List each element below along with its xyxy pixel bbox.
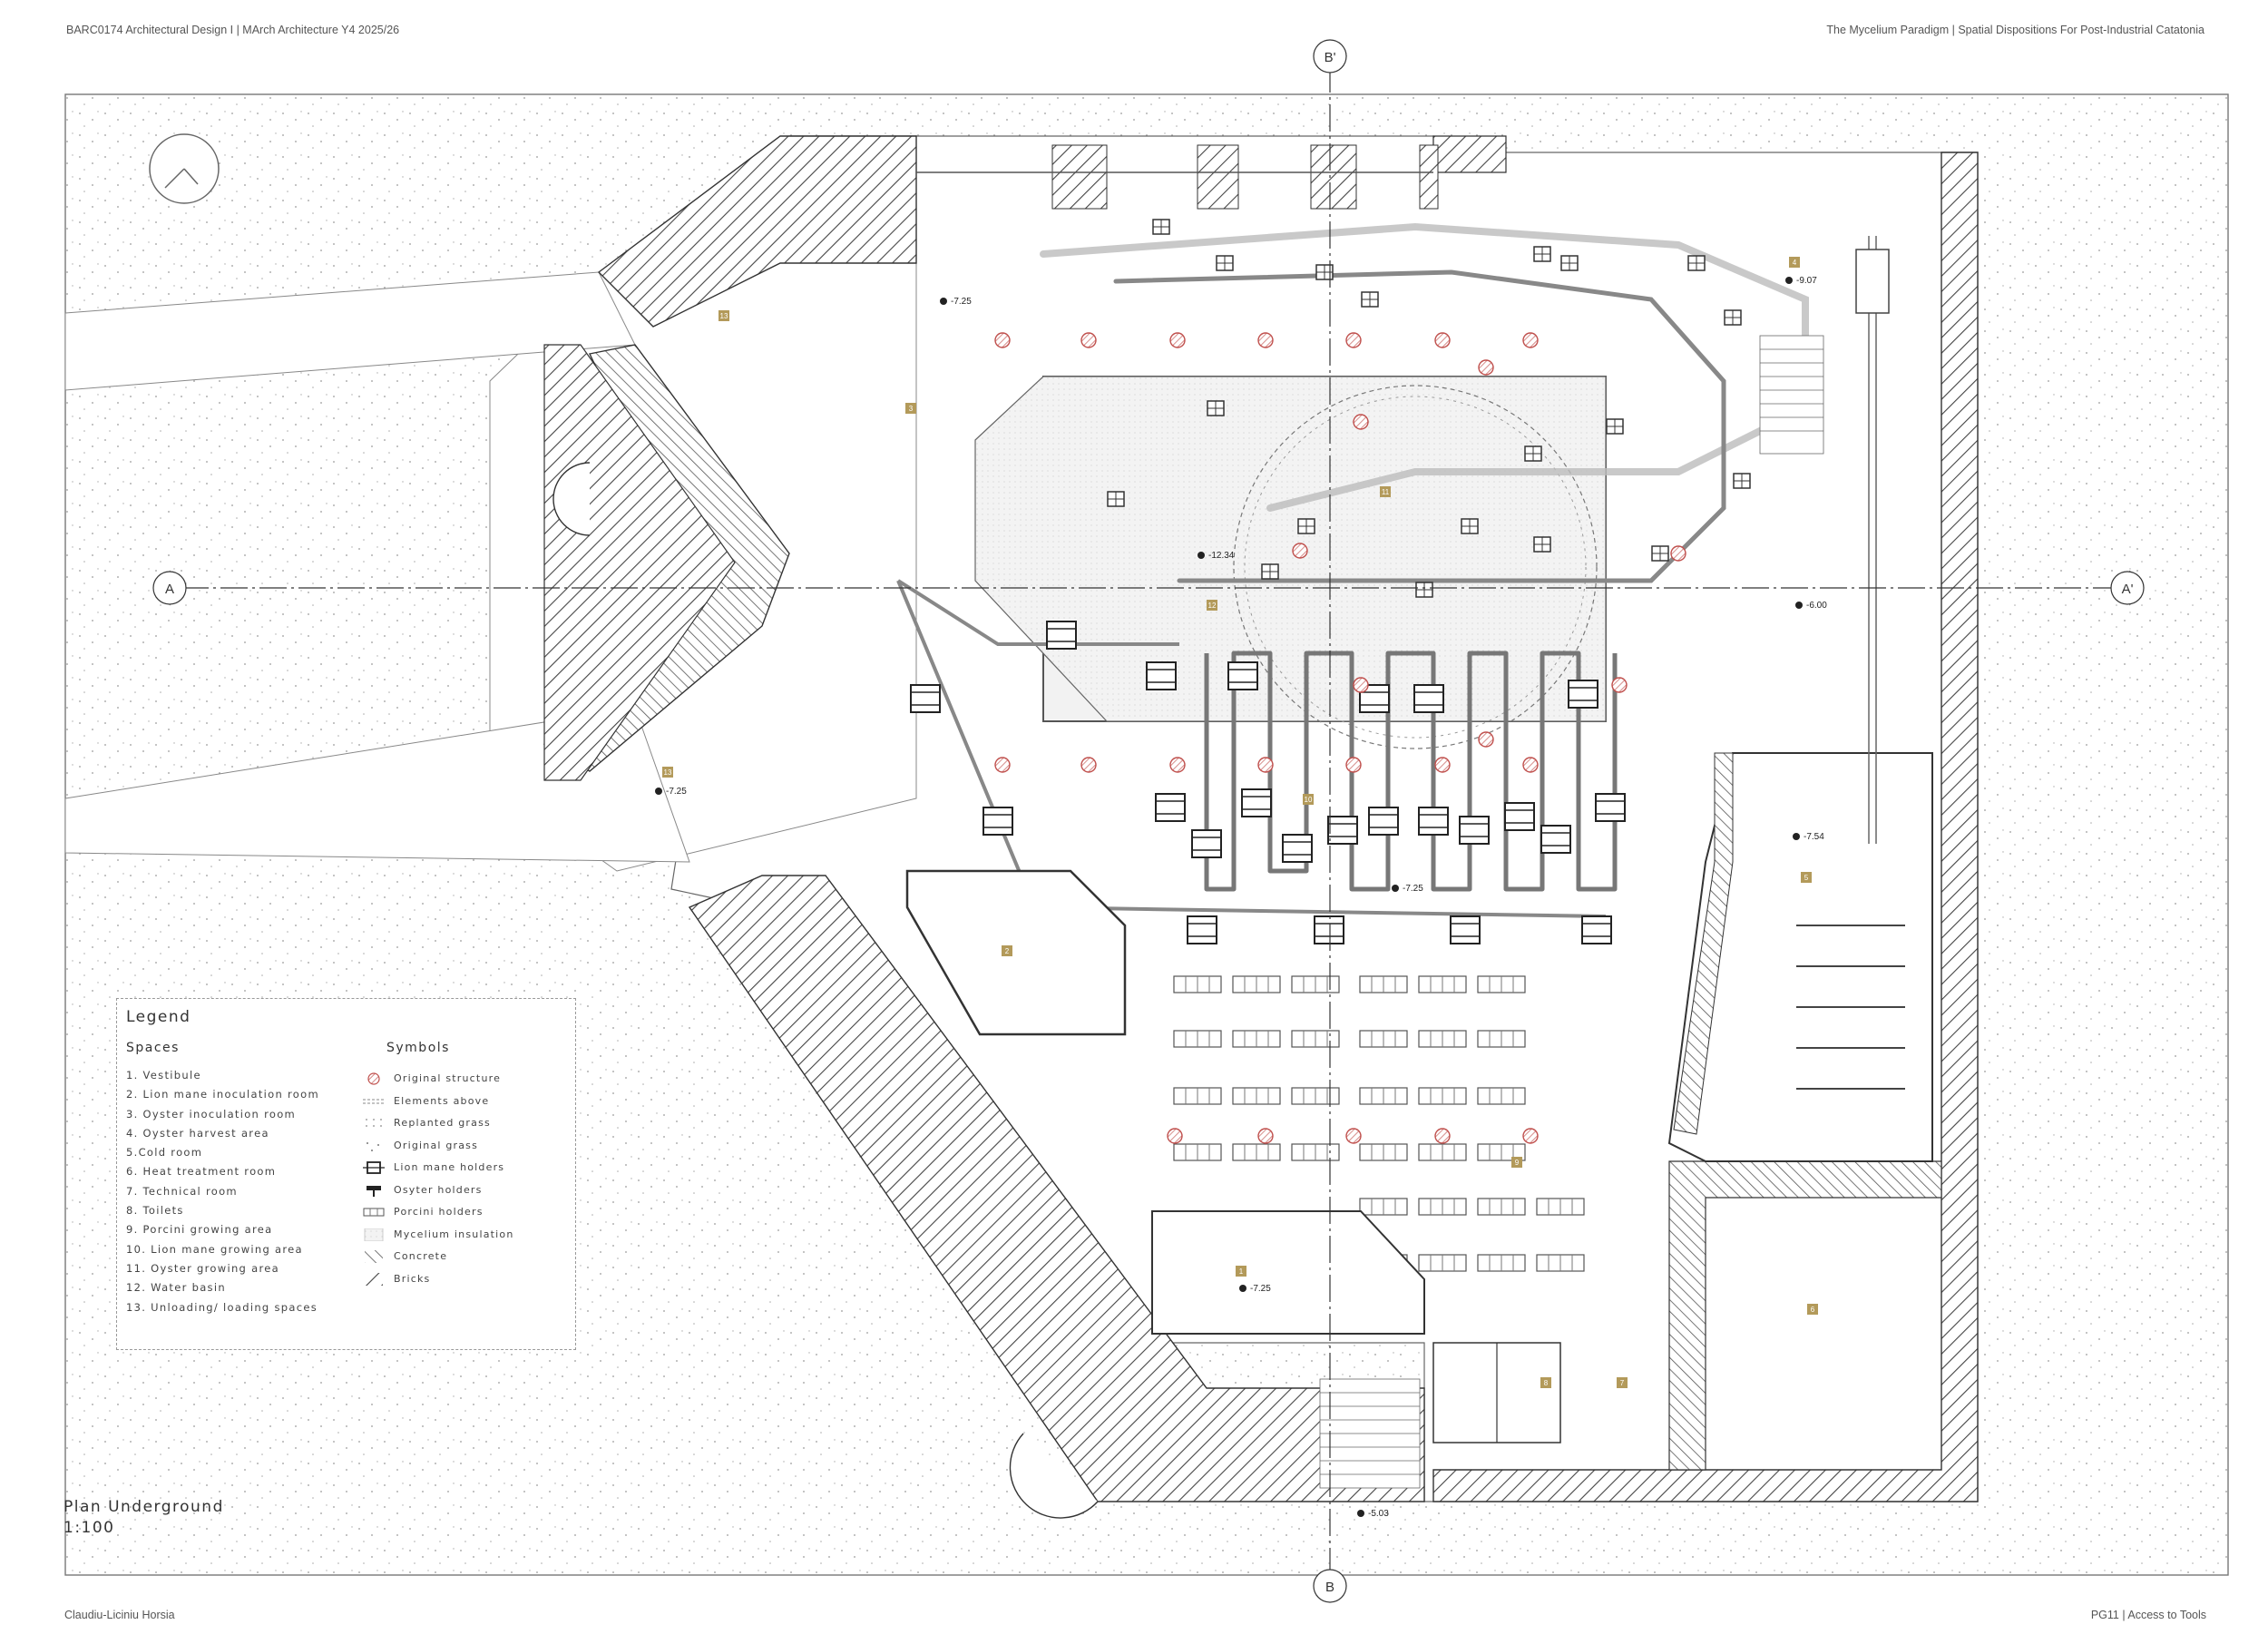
- stairs: [1319, 335, 1824, 1489]
- room-tag: 3: [909, 405, 914, 413]
- legend-space-item: 10. Lion mane growing area: [126, 1242, 303, 1256]
- footer-page-info: PG11 | Access to Tools: [2090, 1609, 2206, 1621]
- header-project-title: The Mycelium Paradigm | Spatial Disposit…: [1826, 24, 2204, 36]
- wide-hatch-icon: [365, 1250, 383, 1263]
- legend-space-item: 4. Oyster harvest area: [126, 1126, 269, 1140]
- room-tag: 8: [1544, 1379, 1549, 1387]
- legend-symbol-item: Elements above: [363, 1091, 514, 1113]
- legend-symbol-label: Mycelium insulation: [394, 1228, 514, 1240]
- legend-space-item: 5.Cold room: [126, 1146, 203, 1160]
- section-marker-a-right: A': [2110, 570, 2145, 606]
- legend-symbol-label: Porcini holders: [394, 1206, 484, 1218]
- plan-title-block: Plan Underground 1:100: [64, 1497, 224, 1539]
- room-tag: 9: [1515, 1159, 1520, 1167]
- t-holder-icon: [367, 1185, 381, 1197]
- legend-panel: Legend Spaces Symbols 1. Vestibule 2. Li…: [116, 998, 576, 1350]
- legend-symbol-item: Osyter holders: [367, 1179, 514, 1202]
- legend-space-item: 1. Vestibule: [126, 1069, 201, 1081]
- room-tag: 4: [1793, 259, 1797, 267]
- room-tag: 7: [1620, 1379, 1625, 1387]
- legend-symbols-list: Original structure Elements above Replan…: [363, 1068, 514, 1291]
- legend-symbol-item: Lion mane holders: [363, 1157, 514, 1179]
- legend-spaces-list: 1. Vestibule 2. Lion mane inoculation ro…: [126, 1066, 319, 1317]
- room-tag: 1: [1239, 1267, 1244, 1276]
- room-tag: 10: [1305, 796, 1313, 804]
- legend-space-item: 13. Unloading/ loading spaces: [126, 1300, 318, 1314]
- room-tag: 13: [664, 768, 672, 777]
- box-holder-icon: [363, 1161, 385, 1174]
- legend-space-item: 7. Technical room: [126, 1184, 238, 1198]
- level-label: -7.25: [1250, 1284, 1271, 1294]
- legend-symbol-item: Original structure: [367, 1068, 514, 1091]
- legend-symbol-item: Original grass: [367, 1135, 514, 1158]
- legend-space-item: 8. Toilets: [126, 1204, 184, 1218]
- legend-symbol-label: Original grass: [394, 1139, 479, 1151]
- plan-scale: 1:100: [64, 1519, 115, 1537]
- level-label: -7.54: [1804, 832, 1824, 842]
- north-arrow-icon: [149, 133, 220, 204]
- footer-author: Claudiu-Liciniu Horsia: [64, 1609, 175, 1621]
- legend-symbol-label: Original structure: [394, 1072, 502, 1084]
- fine-stipple-icon: [364, 1228, 384, 1241]
- legend-spaces-heading: Spaces: [126, 1041, 180, 1055]
- level-label: -7.25: [1403, 884, 1423, 894]
- level-label: -6.00: [1806, 601, 1827, 611]
- legend-symbol-item: Mycelium insulation: [364, 1224, 514, 1247]
- level-label: -5.03: [1368, 1509, 1389, 1519]
- legend-symbol-label: Elements above: [394, 1094, 490, 1107]
- dashed-lines-icon: [363, 1099, 385, 1103]
- section-a-right-label: A': [2122, 582, 2134, 597]
- room-tag: 13: [720, 312, 728, 320]
- section-b-top-label: B': [1325, 50, 1336, 65]
- level-label: -7.25: [666, 787, 687, 797]
- section-marker-b-top: B': [1313, 39, 1347, 73]
- legend-symbol-label: Bricks: [394, 1272, 431, 1285]
- room-tag: 5: [1804, 874, 1809, 882]
- section-marker-b-bottom: B: [1313, 1569, 1347, 1603]
- legend-symbol-label: Concrete: [394, 1250, 448, 1262]
- room-tags: 13 3 11 12 4 13 10 2 5 9 1 6 8 7: [662, 257, 1818, 1388]
- legend-symbol-label: Lion mane holders: [394, 1161, 505, 1173]
- header-course: BARC0174 Architectural Design I | MArch …: [66, 24, 400, 36]
- legend-symbol-item: Porcini holders: [363, 1201, 514, 1224]
- legend-title: Legend: [126, 1008, 191, 1026]
- plan-title: Plan Underground: [64, 1498, 224, 1516]
- hatched-circle-icon: [367, 1072, 380, 1085]
- legend-space-item: 11. Oyster growing area: [126, 1261, 279, 1275]
- section-b-bottom-label: B: [1325, 1580, 1334, 1595]
- legend-space-item: 6. Heat treatment room: [126, 1165, 277, 1179]
- legend-symbol-label: Osyter holders: [394, 1183, 483, 1196]
- legend-space-item: 12. Water basin: [126, 1281, 226, 1295]
- dot-grid-icon: [366, 1119, 382, 1127]
- level-label: -12.34: [1208, 551, 1235, 561]
- section-marker-a-left: A: [152, 570, 187, 606]
- legend-space-item: 3. Oyster inoculation room: [126, 1107, 297, 1120]
- cold-room-racks: [1796, 925, 1905, 1090]
- tray-holder-icon: [363, 1208, 385, 1217]
- legend-symbol-item: Bricks: [365, 1268, 514, 1291]
- level-label: -9.07: [1796, 276, 1817, 286]
- section-a-left-label: A: [165, 582, 174, 597]
- level-label: -7.25: [951, 297, 972, 307]
- legend-symbol-item: Concrete: [365, 1246, 514, 1268]
- room-tag: 12: [1208, 602, 1217, 610]
- room-tag: 2: [1005, 947, 1010, 955]
- room-tag: 6: [1811, 1306, 1815, 1314]
- legend-space-item: 2. Lion mane inoculation room: [126, 1088, 319, 1101]
- legend-symbol-item: Replanted grass: [366, 1112, 514, 1135]
- sparse-dots-icon: [367, 1141, 379, 1151]
- legend-symbol-label: Replanted grass: [394, 1117, 491, 1129]
- legend-symbols-heading: Symbols: [386, 1041, 450, 1055]
- dense-hatch-icon: [365, 1272, 383, 1286]
- room-tag: 11: [1382, 488, 1390, 496]
- level-markers: -7.25 -7.25 -12.34 -9.07 -6.00 -7.54 -7.…: [655, 276, 1827, 1519]
- north-facade-bays: [916, 144, 1439, 210]
- legend-space-item: 9. Porcini growing area: [126, 1223, 273, 1237]
